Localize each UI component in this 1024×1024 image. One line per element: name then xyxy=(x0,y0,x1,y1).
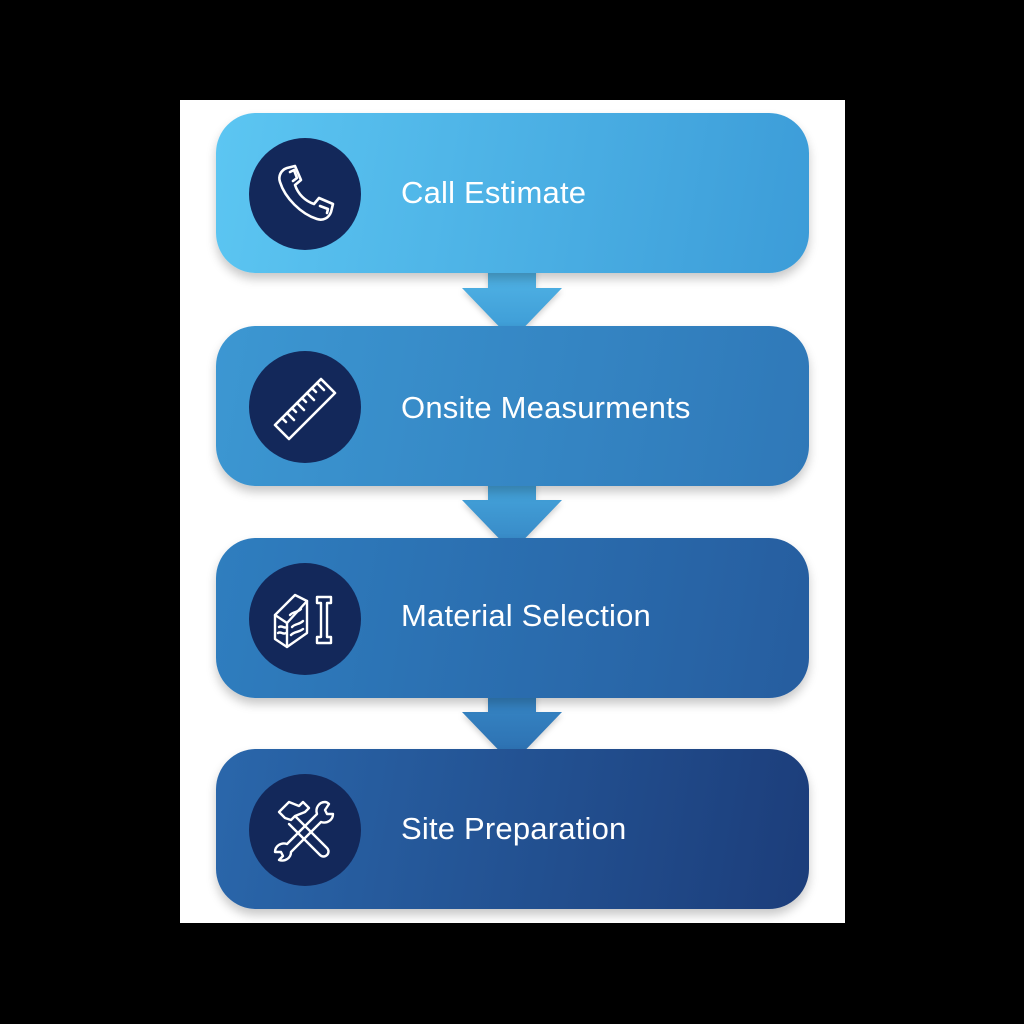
step-call-estimate: Call Estimate xyxy=(216,113,809,273)
tools-icon xyxy=(249,774,361,886)
step-site-preparation: Site Preparation xyxy=(216,749,809,909)
step-label: Onsite Measurments xyxy=(401,390,691,425)
step-label: Site Preparation xyxy=(401,811,627,846)
flow-arrow-3 xyxy=(462,676,562,764)
flow-arrow-2 xyxy=(462,464,562,552)
phone-icon xyxy=(249,138,361,250)
material-icon xyxy=(249,563,361,675)
step-label: Material Selection xyxy=(401,598,651,633)
flow-arrow-1 xyxy=(462,252,562,340)
ruler-icon xyxy=(249,351,361,463)
step-onsite-measurements: Onsite Measurments xyxy=(216,326,809,486)
step-label: Call Estimate xyxy=(401,175,587,210)
step-material-selection: Material Selection xyxy=(216,538,809,698)
